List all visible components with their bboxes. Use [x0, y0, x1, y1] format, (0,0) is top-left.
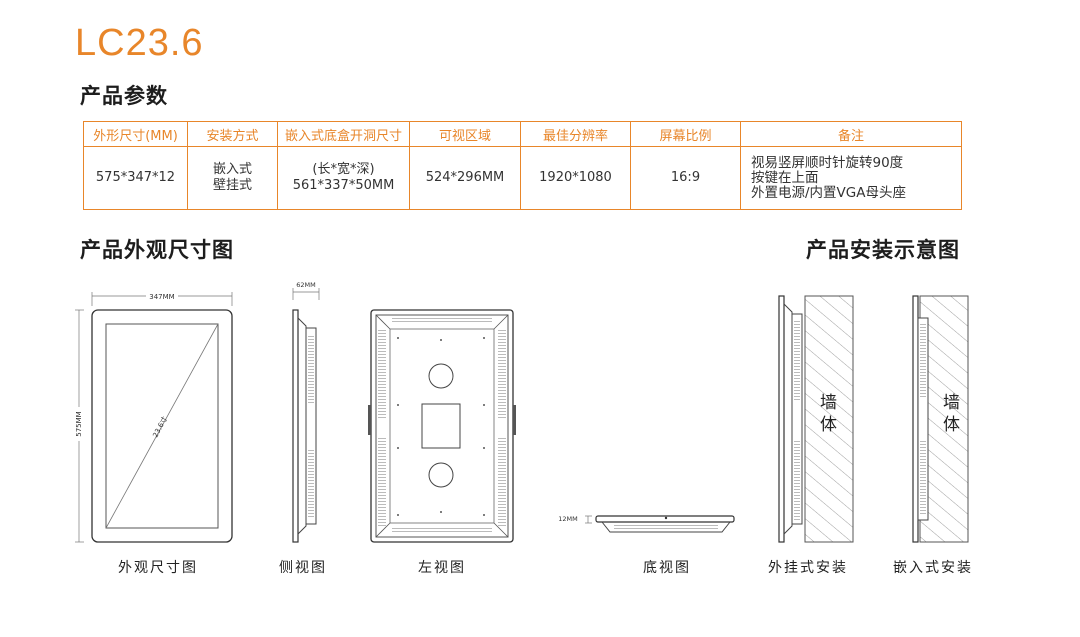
side-box: [305, 327, 317, 525]
cell-note: 视易竖屏顺时针旋转90度 按键在上面 外置电源/内置VGA母头座: [740, 146, 962, 210]
header-ratio: 屏幕比例: [630, 121, 741, 147]
wall-label-2-line1: 墙: [943, 393, 960, 413]
model-title: LC23.6: [75, 22, 204, 64]
bottom-thickness-label: 12MM: [558, 515, 578, 523]
cell-note-line3: 外置电源/内置VGA母头座: [751, 184, 906, 201]
front-frame: [91, 309, 233, 543]
wall-label-1-line2: 体: [820, 415, 837, 435]
width-label: 347MM: [149, 293, 174, 301]
back-vent-left-bottom: [378, 436, 386, 526]
header-note: 备注: [740, 121, 962, 147]
caption-side: 侧视图: [279, 560, 327, 576]
bottom-panel: [595, 515, 735, 523]
cell-cutout: (长*宽*深) 561*337*50MM: [277, 146, 410, 210]
wall-label-2-line2: 体: [943, 415, 960, 435]
height-label: 575MM: [75, 411, 83, 436]
cell-mount-line1: 嵌入式: [212, 162, 252, 177]
mount-panel-1: [778, 295, 785, 543]
caption-embedded: 嵌入式安装: [893, 560, 973, 576]
cell-size: 575*347*12: [83, 146, 188, 210]
cell-note-line2: 按键在上面: [751, 169, 819, 186]
cell-resolution: 1920*1080: [520, 146, 631, 210]
back-vent-right-top: [498, 330, 506, 420]
cell-ratio: 16:9: [630, 146, 741, 210]
back-vent-left-top: [378, 330, 386, 420]
back-frame: [370, 309, 514, 543]
bottom-back-cover: [601, 521, 731, 533]
wall-mount-install: [778, 295, 854, 543]
params-section-title: 产品参数: [80, 84, 168, 108]
front-diagonal: [105, 323, 219, 529]
embedded-install: [912, 295, 969, 543]
back-view: [368, 309, 516, 543]
back-connector-panel: [421, 403, 461, 449]
header-size: 外形尺寸(MM): [83, 121, 188, 147]
cell-mount: 嵌入式 壁挂式: [187, 146, 278, 210]
side-vent-top: [308, 334, 314, 404]
wall-label-1: 墙 体: [820, 392, 840, 436]
spec-table: 外形尺寸(MM) 安装方式 嵌入式底盒开洞尺寸 可视区域 最佳分辨率 屏幕比例 …: [83, 121, 962, 210]
dimension-section-title: 产品外观尺寸图: [80, 238, 234, 262]
caption-wall-mount: 外挂式安装: [768, 560, 848, 576]
install-section-title: 产品安装示意图: [806, 238, 960, 262]
back-vent-right-bottom: [498, 436, 506, 526]
caption-left: 左视图: [418, 560, 466, 576]
diagonal-label: 23.6寸: [151, 415, 170, 439]
back-inner-frame: [375, 314, 509, 538]
header-cutout: 嵌入式底盒开洞尺寸: [277, 121, 410, 147]
mount-panel-2: [912, 295, 919, 543]
back-mount-hole-bottom: [428, 462, 454, 488]
back-mount-hole-top: [428, 363, 454, 389]
wall-label-2: 墙 体: [943, 392, 963, 436]
cell-note-line1: 视易竖屏顺时针旋转90度: [751, 154, 904, 171]
side-view: 62MM: [292, 281, 320, 543]
caption-front: 外观尺寸图: [118, 560, 198, 576]
depth-label: 62MM: [296, 281, 316, 289]
cell-cutout-line2: 561*337*50MM: [292, 178, 395, 193]
bottom-view: 12MM: [558, 515, 735, 533]
wall-label-1-line1: 墙: [820, 393, 837, 413]
spec-table-header-row: 外形尺寸(MM) 安装方式 嵌入式底盒开洞尺寸 可视区域 最佳分辨率 屏幕比例 …: [83, 121, 962, 147]
front-view: 347MM 575MM 23.6寸: [72, 291, 233, 543]
front-screen: [105, 323, 219, 529]
side-back-cover: [297, 317, 307, 535]
cell-cutout-line1: (长*宽*深): [312, 162, 375, 177]
spec-table-row: 575*347*12 嵌入式 壁挂式 (长*宽*深) 561*337*50MM …: [83, 146, 962, 210]
caption-bottom: 底视图: [643, 560, 691, 576]
cell-mount-line2: 壁挂式: [212, 178, 252, 193]
cell-visible-area: 524*296MM: [409, 146, 521, 210]
bottom-vent: [614, 524, 718, 530]
side-panel: [292, 309, 299, 543]
side-vent-bottom: [308, 448, 314, 518]
wall-block-1: [804, 295, 854, 543]
